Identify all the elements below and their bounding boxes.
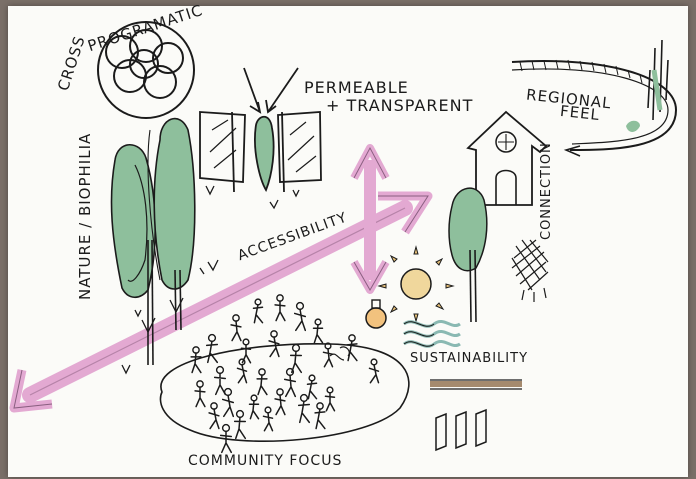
scribble-mark <box>329 346 350 361</box>
person-figure <box>230 314 242 342</box>
regional-arc <box>511 39 678 157</box>
timber-plank <box>430 379 522 452</box>
person-figure <box>205 333 219 364</box>
person-figure <box>274 388 286 416</box>
sun-icon <box>377 245 455 323</box>
person-figure <box>324 386 336 412</box>
person-figure <box>262 406 274 432</box>
label-feel: FEEL <box>559 101 601 125</box>
person-figure <box>240 338 252 364</box>
people-crowd <box>190 294 380 454</box>
label-connection: CONNECTION <box>539 142 554 240</box>
person-figure <box>252 298 264 324</box>
hatched-bush <box>511 239 549 302</box>
chapel <box>466 110 548 206</box>
person-figure <box>346 334 358 362</box>
water-waves-icon <box>403 319 461 348</box>
person-figure <box>219 423 233 454</box>
label-nature: NATURE / BIOPHILIA <box>76 132 94 300</box>
glass-panels <box>199 67 322 210</box>
label-permeable: PERMEABLE <box>304 78 409 97</box>
person-figure <box>194 380 206 408</box>
label-sustainability: SUSTAINABILITY <box>410 351 529 366</box>
person-figure <box>256 368 268 396</box>
person-figure <box>293 301 307 332</box>
person-figure <box>236 358 248 384</box>
person-figure <box>274 294 286 322</box>
person-figure <box>289 343 303 374</box>
programatic-circles <box>97 21 195 119</box>
person-figure <box>248 394 260 420</box>
accessibility-arrow <box>9 191 433 413</box>
person-figure <box>283 367 297 398</box>
person-figure <box>233 409 247 440</box>
person-figure <box>268 330 280 358</box>
person-figure <box>312 318 324 344</box>
chapel-tree <box>448 187 488 323</box>
person-figure <box>297 393 311 424</box>
label-community: COMMUNITY FOCUS <box>188 453 343 469</box>
label-transparent: + TRANSPARENT <box>326 96 474 115</box>
person-figure <box>306 374 318 400</box>
person-figure <box>221 387 235 418</box>
tall-trees <box>110 117 219 375</box>
person-figure <box>213 365 227 396</box>
lightbulb-icon <box>365 299 387 329</box>
person-figure <box>322 342 334 368</box>
person-figure <box>208 402 220 430</box>
community-ellipse <box>159 343 410 442</box>
person-figure <box>190 346 202 374</box>
person-figure <box>368 358 380 384</box>
person-figure <box>314 402 326 430</box>
vertical-arrow <box>350 144 390 294</box>
